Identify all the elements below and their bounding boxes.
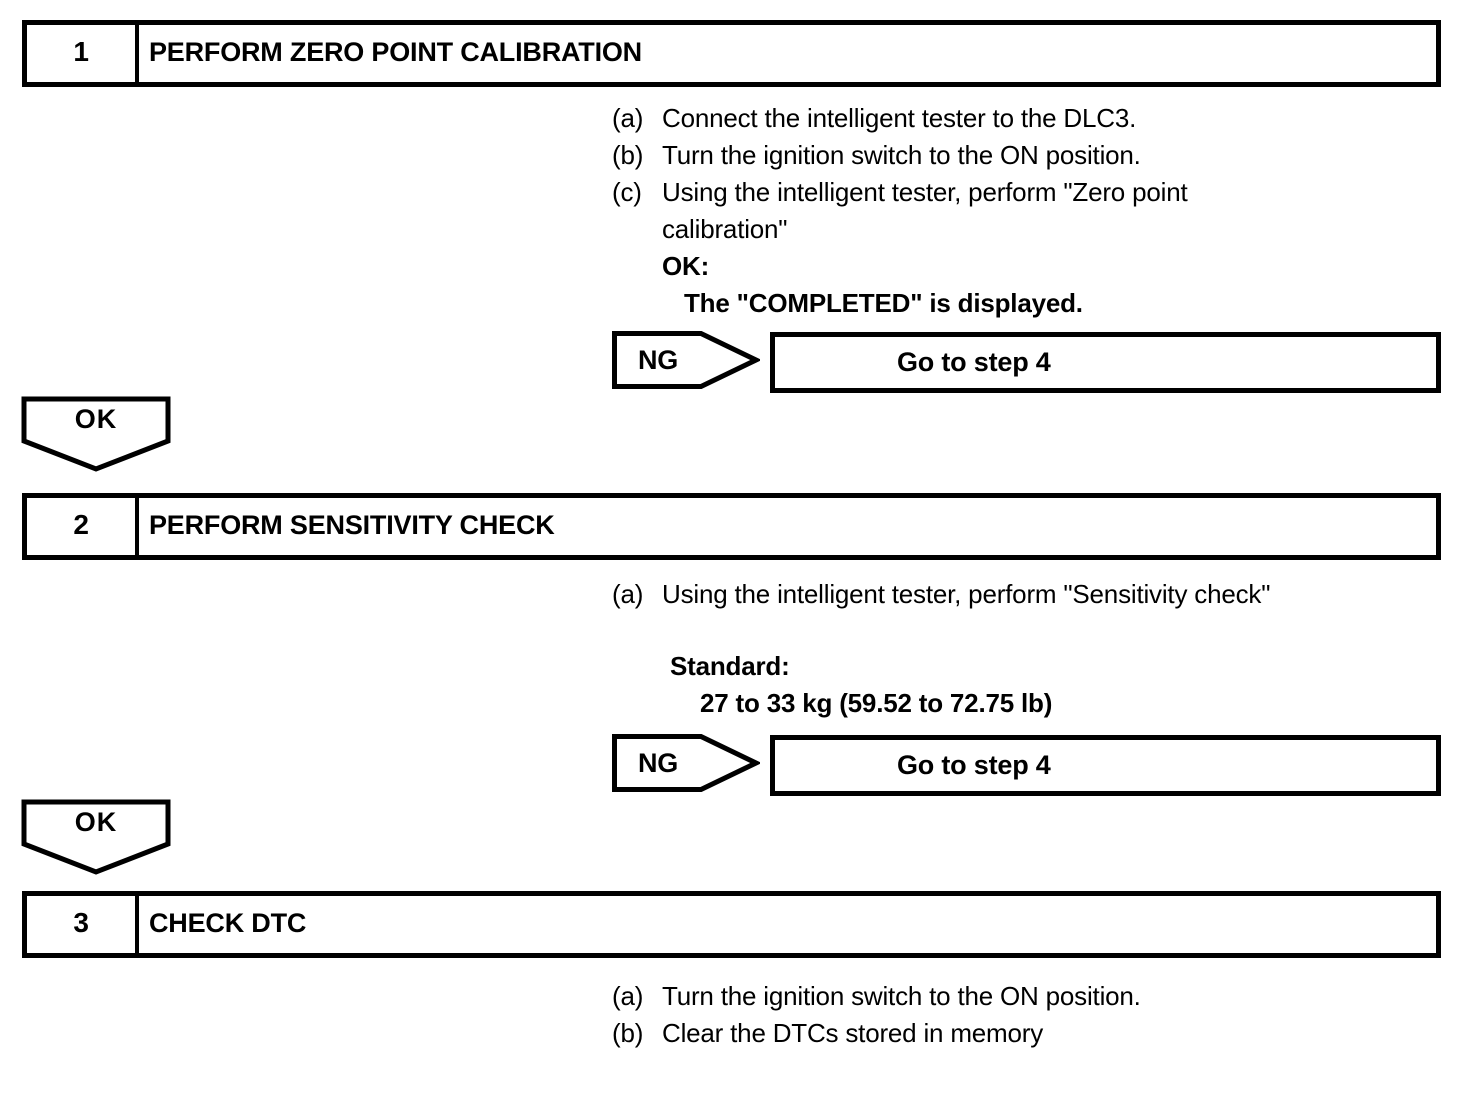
instruction-label [612, 248, 662, 285]
step-2-header: 2 PERFORM SENSITIVITY CHECK [22, 493, 1441, 560]
instruction-label: (a) [612, 579, 644, 609]
instruction-label: (b) [612, 140, 644, 170]
ok-label: OK [74, 807, 118, 837]
instruction-text: Turn the ignition switch to the ON posit… [662, 981, 1141, 1011]
step-title: PERFORM ZERO POINT CALIBRATION [149, 37, 642, 67]
goto-step-box: Go to step 4 [770, 735, 1441, 796]
instruction-text: Turn the ignition switch to the ON posit… [662, 140, 1141, 170]
ok-branch-step-1: OK [21, 396, 171, 472]
ng-branch-step-2: NG [612, 734, 760, 792]
step-1-header: 1 PERFORM ZERO POINT CALIBRATION [22, 20, 1441, 87]
instruction-label: (c) [612, 177, 642, 207]
instruction-line: (b) Clear the DTCs stored in memory [612, 1015, 1141, 1052]
instruction-line: The "COMPLETED" is displayed. [612, 285, 1187, 322]
step-2-standard: Standard: 27 to 33 kg (59.52 to 72.75 lb… [662, 648, 1052, 722]
ng-branch-step-1: NG [612, 331, 760, 389]
ok-arrow-icon [21, 799, 171, 875]
ng-label: NG [637, 344, 679, 375]
instruction-label [612, 211, 662, 248]
result-text: The "COMPLETED" is displayed. [684, 288, 1083, 318]
ok-heading: OK: [662, 251, 710, 281]
instruction-label [612, 285, 662, 322]
standard-value: 27 to 33 kg (59.52 to 72.75 lb) [700, 688, 1053, 718]
step-title: PERFORM SENSITIVITY CHECK [149, 510, 555, 540]
instruction-line: (a) Turn the ignition switch to the ON p… [612, 978, 1141, 1015]
step-number: 1 [27, 25, 139, 82]
step-title: CHECK DTC [149, 908, 307, 938]
instruction-line: (a) Using the intelligent tester, perfor… [612, 576, 1270, 613]
instruction-label: (a) [612, 103, 644, 133]
instruction-line: (a) Connect the intelligent tester to th… [612, 100, 1187, 137]
instruction-line: (b) Turn the ignition switch to the ON p… [612, 137, 1187, 174]
standard-heading: Standard: [670, 651, 790, 681]
goto-step-text: Go to step 4 [897, 750, 1051, 780]
ng-arrow-icon [612, 734, 760, 792]
step-2-instructions: (a) Using the intelligent tester, perfor… [612, 576, 1270, 613]
ok-branch-step-2: OK [21, 799, 171, 875]
step-3-instructions: (a) Turn the ignition switch to the ON p… [612, 978, 1141, 1052]
instruction-text: calibration" [662, 214, 788, 244]
instruction-text: Connect the intelligent tester to the DL… [662, 103, 1137, 133]
step-number: 3 [27, 896, 139, 953]
ok-arrow-icon [21, 396, 171, 472]
step-3-header: 3 CHECK DTC [22, 891, 1441, 958]
instruction-line: OK: [612, 248, 1187, 285]
goto-step-text: Go to step 4 [897, 347, 1051, 377]
step-1-instructions: (a) Connect the intelligent tester to th… [612, 100, 1188, 322]
instruction-label: (b) [612, 1018, 644, 1048]
instruction-line: calibration" [612, 211, 1187, 248]
ng-label: NG [637, 747, 679, 778]
instruction-text: Using the intelligent tester, perform "S… [662, 579, 1271, 609]
goto-step-box: Go to step 4 [770, 332, 1441, 393]
instruction-text: Using the intelligent tester, perform "Z… [662, 177, 1188, 207]
instruction-text: Clear the DTCs stored in memory [662, 1018, 1044, 1048]
ok-label: OK [74, 404, 118, 434]
step-number: 2 [27, 498, 139, 555]
instruction-label: (a) [612, 981, 644, 1011]
ng-arrow-icon [612, 331, 760, 389]
instruction-line: (c) Using the intelligent tester, perfor… [612, 174, 1188, 211]
